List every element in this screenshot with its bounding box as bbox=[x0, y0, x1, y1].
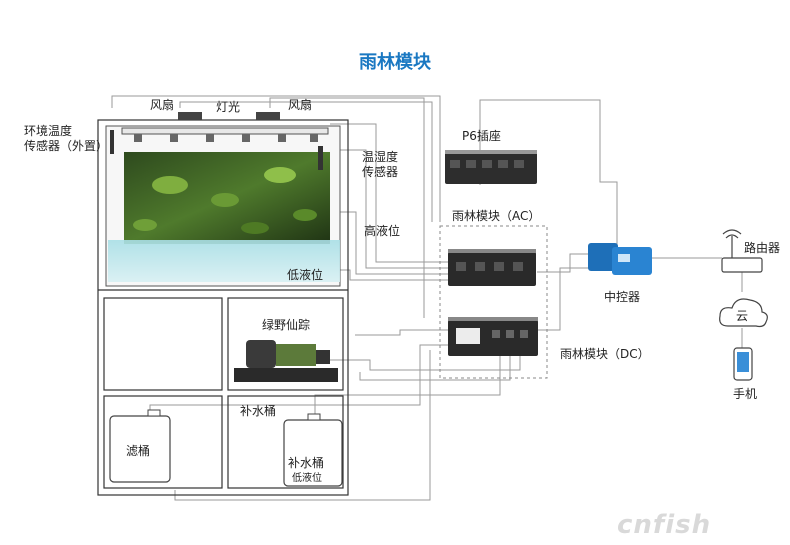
module-ac-label: 雨林模块（AC） bbox=[452, 209, 541, 223]
fan-left-box bbox=[178, 112, 202, 120]
env-sensor-label-line1: 环境温度 bbox=[24, 124, 73, 138]
light-label: 灯光 bbox=[216, 100, 241, 114]
module-dc-label: 雨林模块（DC） bbox=[560, 347, 650, 361]
env-sensor-probe bbox=[110, 130, 114, 154]
cloud-label: 云 bbox=[736, 309, 749, 323]
high-level-label: 高液位 bbox=[364, 224, 401, 238]
wiring bbox=[111, 95, 743, 501]
cabinet bbox=[97, 119, 349, 496]
p6-socket-device bbox=[445, 150, 537, 184]
low-level-label: 低液位 bbox=[287, 268, 324, 282]
fan-right-label: 风扇 bbox=[288, 98, 313, 112]
router-label: 路由器 bbox=[744, 241, 781, 255]
water-pool bbox=[108, 240, 340, 282]
refill-bucket-inner-label: 补水桶 bbox=[288, 456, 325, 470]
humidity-sensor-label: 温湿度 传感器 bbox=[362, 150, 398, 180]
refill-bucket-top-label: 补水桶 bbox=[240, 404, 277, 418]
mist-nozzles bbox=[134, 134, 318, 142]
refill-bucket-cap bbox=[307, 413, 321, 421]
env-sensor-label: 环境温度 传感器（外置） bbox=[24, 124, 108, 154]
p6-socket-label: P6插座 bbox=[462, 129, 501, 143]
env-sensor-label-line2: 传感器（外置） bbox=[24, 139, 109, 153]
router-icon bbox=[721, 229, 763, 273]
light-bar bbox=[121, 127, 329, 135]
humidity-sensor-label-line1: 温湿度 bbox=[362, 150, 399, 164]
phone-icon bbox=[733, 347, 753, 381]
filter-bucket bbox=[109, 415, 171, 483]
diagram-title: 雨林模块 bbox=[359, 52, 431, 73]
plant-leaves bbox=[133, 167, 317, 234]
fan-left-label: 风扇 bbox=[150, 98, 175, 112]
cloud-icon bbox=[719, 298, 768, 328]
mist-pump-label: 绿野仙踪 bbox=[262, 318, 311, 332]
humidity-sensor-label-line2: 传感器 bbox=[362, 165, 399, 179]
controller-device bbox=[588, 243, 652, 275]
controller-label: 中控器 bbox=[604, 290, 641, 304]
fan-right-box bbox=[256, 112, 280, 120]
mist-pump bbox=[234, 340, 338, 382]
humidity-sensor-probe bbox=[318, 146, 323, 170]
phone-label: 手机 bbox=[733, 387, 758, 401]
filter-bucket-label: 滤桶 bbox=[126, 444, 151, 458]
filter-bucket-cap bbox=[147, 409, 161, 417]
watermark: cnfish bbox=[617, 510, 712, 540]
refill-low-level-label: 低液位 bbox=[292, 473, 322, 484]
module-dc-device bbox=[448, 317, 538, 356]
module-group-frame bbox=[439, 225, 548, 379]
module-ac-device bbox=[448, 249, 536, 286]
